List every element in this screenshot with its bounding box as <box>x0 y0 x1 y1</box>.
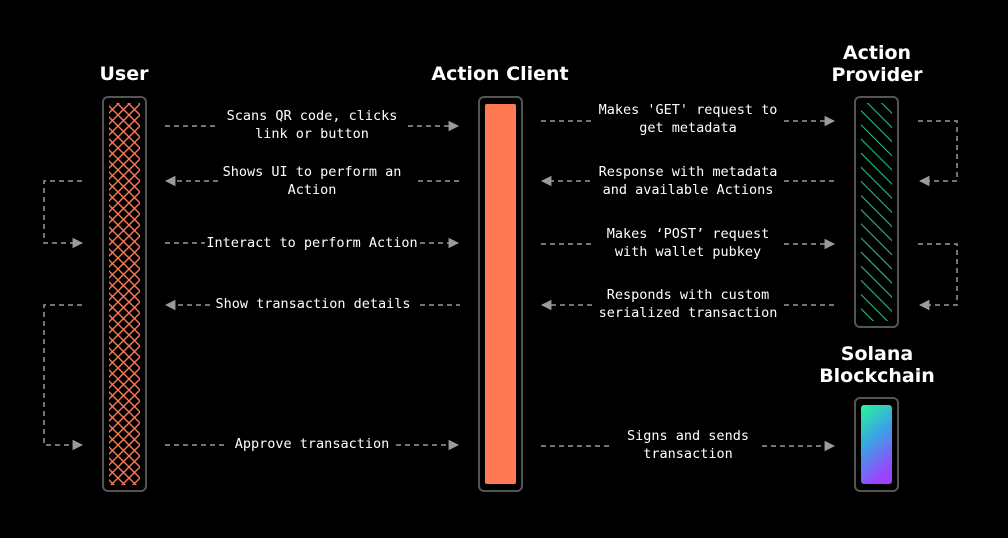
blockchain-lifeline <box>854 397 899 492</box>
provider-title: Action Provider <box>831 42 923 86</box>
user-lifeline <box>102 96 147 492</box>
msg-approve: Approve transaction <box>234 436 390 452</box>
msg-responds-tx: Responds with custom serialized transact… <box>598 287 778 321</box>
msg-post-request: Makes ‘POST’ request with wallet pubkey <box>606 226 770 260</box>
msg-interact: Interact to perform Action <box>206 235 418 251</box>
client-lifeline <box>478 96 523 492</box>
client-title: Action Client <box>431 63 569 85</box>
msg-show-ui: Shows UI to perform an Action <box>222 164 402 198</box>
blockchain-title: Solana Blockchain <box>819 343 935 387</box>
provider-lifeline <box>854 96 899 328</box>
loop-left-upper <box>43 180 84 249</box>
loop-right-upper <box>918 120 958 187</box>
msg-get-request: Makes 'GET' request to get metadata <box>598 102 778 136</box>
loop-left-lower <box>43 304 84 451</box>
msg-signs: Signs and sends transaction <box>627 428 749 462</box>
loop-right-lower <box>918 243 958 311</box>
user-title: User <box>99 63 149 85</box>
msg-show-tx: Show transaction details <box>215 296 411 312</box>
msg-response-meta: Response with metadata and available Act… <box>598 164 778 198</box>
msg-scan: Scans QR code, clicks link or button <box>226 108 398 142</box>
